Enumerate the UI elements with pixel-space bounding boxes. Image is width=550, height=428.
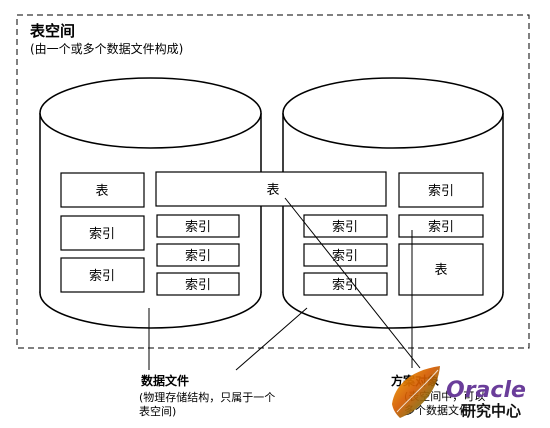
tablespace-frame	[16, 14, 530, 349]
index-label: 索引	[89, 269, 115, 284]
tablespace-subtitle: (由一个或多个数据文件构成)	[30, 41, 183, 56]
table-box-spanning: 表	[155, 171, 387, 207]
datafile-callout-line2: 表空间)	[139, 404, 176, 418]
index-box-left-2: 索引	[60, 257, 145, 293]
index-label: 索引	[332, 220, 358, 235]
watermark-caption: 研究中心	[461, 402, 521, 420]
index-box-mid-2: 索引	[156, 243, 240, 267]
index-box-right-3: 索引	[303, 272, 388, 296]
table-label: 表	[266, 183, 279, 198]
watermark-brand: Oracle	[446, 378, 526, 403]
index-box-far-right-2: 索引	[398, 214, 484, 238]
index-label: 索引	[428, 184, 454, 199]
index-label: 索引	[185, 249, 211, 264]
index-box-mid-3: 索引	[156, 272, 240, 296]
table-box-left: 表	[60, 172, 145, 208]
index-label: 索引	[332, 249, 358, 264]
schema-object-leader-line-1	[284, 197, 421, 369]
index-box-left-1: 索引	[60, 215, 145, 251]
index-label: 索引	[185, 220, 211, 235]
index-box-mid-1: 索引	[156, 214, 240, 238]
datafile-leader-line-2	[235, 307, 308, 371]
table-label: 表	[95, 184, 108, 199]
index-label: 索引	[89, 227, 115, 242]
datafile-callout-line1: (物理存储结构，只属于一个	[139, 390, 275, 404]
index-box-right-2: 索引	[303, 243, 388, 267]
table-box-far-right: 表	[398, 243, 484, 296]
index-label: 索引	[428, 220, 454, 235]
table-label: 表	[434, 263, 447, 278]
tablespace-title: 表空间	[30, 22, 75, 40]
index-box-far-right-1: 索引	[398, 172, 484, 208]
oracle-watermark: Oracle 研究中心	[392, 366, 526, 420]
datafile-callout-title: 数据文件	[141, 373, 189, 388]
index-box-right-1: 索引	[303, 214, 388, 238]
schema-object-callout-line2: 多个数据文件	[404, 403, 470, 417]
index-label: 索引	[185, 278, 211, 293]
